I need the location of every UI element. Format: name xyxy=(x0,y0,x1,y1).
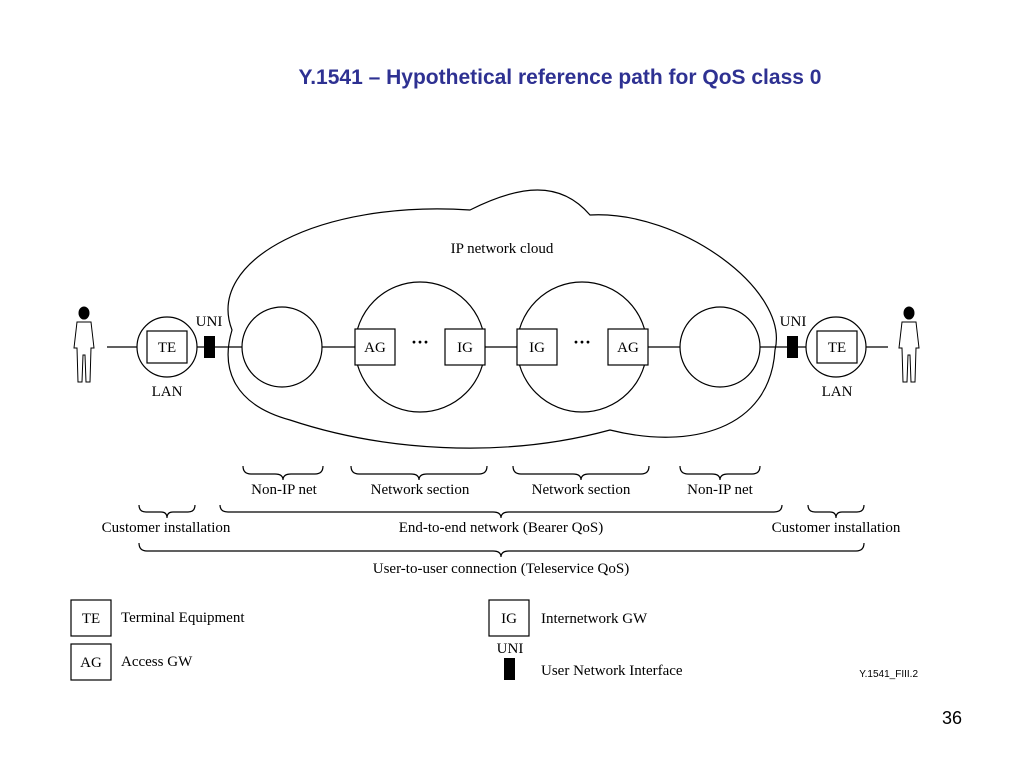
legend-ig-text: Internetwork GW xyxy=(541,611,648,627)
label-non-ip-right: Non-IP net xyxy=(687,482,754,498)
cloud-label: IP network cloud xyxy=(451,241,554,257)
legend-ag-text: Access GW xyxy=(121,654,193,670)
legend-te-box xyxy=(70,599,112,637)
left-te-label: TE xyxy=(158,340,176,356)
section1-ag-box xyxy=(354,328,396,366)
label-network-section-1: Network section xyxy=(371,482,470,498)
left-te-box xyxy=(146,330,188,364)
legend-te-text: Terminal Equipment xyxy=(121,610,245,626)
page-number: 36 xyxy=(941,708,962,728)
legend-ig-abbr: IG xyxy=(501,611,517,627)
brace-non-ip-right xyxy=(679,465,761,481)
legend-uni-marker xyxy=(504,658,515,680)
slide-title: Y.1541 – Hypothetical reference path for… xyxy=(298,66,822,89)
left-uni-marker xyxy=(204,336,215,358)
brace-network-section-2 xyxy=(512,465,650,481)
brace-end-to-end xyxy=(219,504,783,519)
right-lan-label: LAN xyxy=(822,384,853,400)
non-ip-net-right-circle xyxy=(679,306,761,388)
section2-ig-label: IG xyxy=(529,340,545,356)
ellipsis-section-1: ··· xyxy=(411,332,429,352)
label-network-section-2: Network section xyxy=(532,482,631,498)
legend-ig-box xyxy=(488,599,530,637)
right-user-icon xyxy=(898,306,920,383)
legend-ag-abbr: AG xyxy=(80,655,102,671)
section1-ag-label: AG xyxy=(364,340,386,356)
right-te-box xyxy=(816,330,858,364)
legend-ag-box xyxy=(70,643,112,681)
section2-ag-box xyxy=(607,328,649,366)
label-customer-right: Customer installation xyxy=(772,520,901,536)
legend-uni-text: User Network Interface xyxy=(541,663,683,679)
brace-customer-left xyxy=(138,504,196,519)
brace-non-ip-left xyxy=(242,465,324,481)
right-uni-marker xyxy=(787,336,798,358)
brace-user-to-user xyxy=(138,542,865,558)
label-end-to-end: End-to-end network (Bearer QoS) xyxy=(399,520,604,536)
brace-network-section-1 xyxy=(350,465,488,481)
right-te-label: TE xyxy=(828,340,846,356)
ellipsis-section-2: ··· xyxy=(573,332,591,352)
label-user-to-user: User-to-user connection (Teleservice QoS… xyxy=(373,561,629,577)
figure-id: Y.1541_FIII.2 xyxy=(859,669,918,680)
left-lan-label: LAN xyxy=(152,384,183,400)
ip-network-cloud xyxy=(227,189,777,449)
brace-customer-right xyxy=(807,504,865,519)
section2-ag-label: AG xyxy=(617,340,639,356)
legend-te-abbr: TE xyxy=(82,611,100,627)
label-non-ip-left: Non-IP net xyxy=(251,482,318,498)
legend-uni-abbr: UNI xyxy=(497,641,524,657)
section1-ig-label: IG xyxy=(457,340,473,356)
section1-ig-box xyxy=(444,328,486,366)
label-customer-left: Customer installation xyxy=(102,520,231,536)
left-user-icon xyxy=(73,306,95,383)
non-ip-net-left-circle xyxy=(241,306,323,388)
right-uni-label: UNI xyxy=(780,314,807,330)
left-uni-label: UNI xyxy=(196,314,223,330)
section2-ig-box xyxy=(516,328,558,366)
